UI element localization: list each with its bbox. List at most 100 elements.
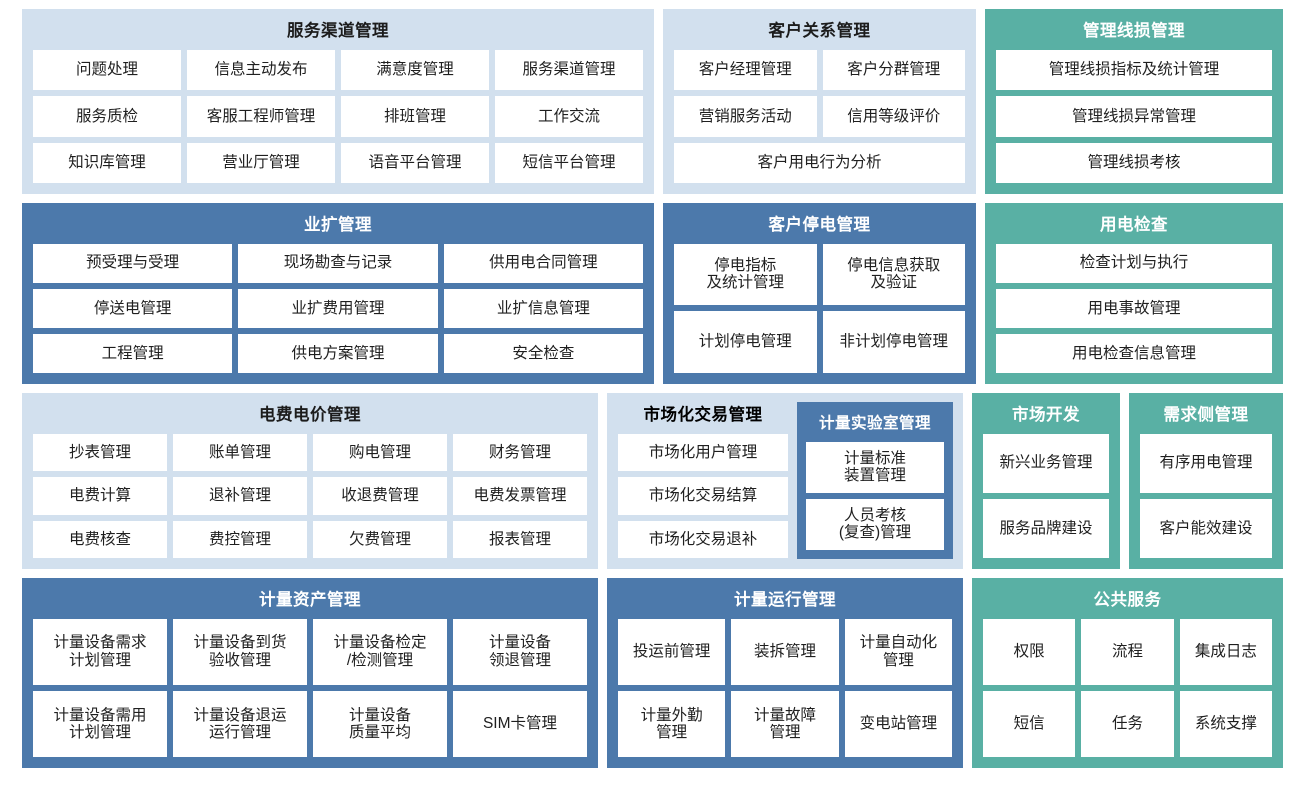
panel-market-development[interactable]: 市场开发 新兴业务管理 服务品牌建设 [972,393,1120,569]
module-cell[interactable]: 语音平台管理 [341,142,489,183]
panel-service-channel[interactable]: 服务渠道管理 问题处理 信息主动发布 满意度管理 服务渠道管理 服务质检 客服工… [22,9,654,194]
panel-metering-asset[interactable]: 计量资产管理 计量设备需求 计划管理 计量设备到货 验收管理 计量设备检定 /检… [22,578,598,768]
module-cell[interactable]: 权限 [983,618,1076,685]
module-cell[interactable]: 供用电合同管理 [443,243,643,283]
module-cell[interactable]: 工程管理 [33,333,233,373]
module-cell[interactable]: 报表管理 [453,520,587,558]
module-cell[interactable]: SIM卡管理 [453,690,587,757]
panel-metering-operation[interactable]: 计量运行管理 投运前管理 装拆管理 计量自动化 管理 计量外勤 管理 计量故障 … [607,578,963,768]
module-cell[interactable]: 管理线损考核 [996,142,1272,183]
module-cell[interactable]: 变电站管理 [844,690,952,757]
module-cell[interactable]: 集成日志 [1179,618,1272,685]
module-cell[interactable]: 系统支撑 [1179,690,1272,757]
module-cell[interactable]: 短信 [983,690,1076,757]
module-cell[interactable]: 计量设备到货 验收管理 [173,618,307,685]
module-cell[interactable]: 投运前管理 [618,618,726,685]
module-cell[interactable]: 购电管理 [313,433,447,471]
module-cell[interactable]: 业扩信息管理 [443,288,643,328]
module-cell[interactable]: 计量设备需求 计划管理 [33,618,167,685]
module-cell[interactable]: 人员考核 (复查)管理 [806,498,944,550]
module-cell[interactable]: 流程 [1081,618,1174,685]
module-cell[interactable]: 电费核查 [33,520,167,558]
module-cell[interactable]: 预受理与受理 [33,243,233,283]
panel-title-power-inspection: 用电检查 [1100,216,1168,234]
module-cell[interactable]: 市场化交易退补 [618,520,788,558]
module-cell[interactable]: 停电信息获取 及验证 [822,243,965,306]
module-cell[interactable]: 停送电管理 [33,288,233,328]
panel-power-inspection[interactable]: 用电检查 检查计划与执行 用电事故管理 用电检查信息管理 [985,203,1283,384]
module-cell[interactable]: 营销服务活动 [674,96,817,137]
module-cell[interactable]: 现场勘查与记录 [238,243,438,283]
panel-metering-lab[interactable]: 计量实验室管理 计量标准 装置管理 人员考核 (复查)管理 [797,402,953,559]
module-cell[interactable]: 新兴业务管理 [983,433,1109,493]
module-cell[interactable]: 用电检查信息管理 [996,333,1272,373]
panel-tariff-price[interactable]: 电费电价管理 抄表管理 账单管理 购电管理 财务管理 电费计算 退补管理 收退费… [22,393,598,569]
module-cell[interactable]: 业扩费用管理 [238,288,438,328]
module-cell[interactable]: 客服工程师管理 [187,96,335,137]
module-cell[interactable]: 营业厅管理 [187,142,335,183]
module-cell[interactable]: 服务品牌建设 [983,498,1109,558]
panel-title-metering-lab: 计量实验室管理 [818,415,931,432]
panel-title-business-expansion: 业扩管理 [304,216,372,234]
panel-management-line-loss[interactable]: 管理线损管理 管理线损指标及统计管理 管理线损异常管理 管理线损考核 [985,9,1283,194]
module-cell[interactable]: 排班管理 [341,96,489,137]
module-cell[interactable]: 收退费管理 [313,477,447,515]
module-cell[interactable]: 抄表管理 [33,433,167,471]
panel-market-trade[interactable]: 市场化交易管理 市场化用户管理 市场化交易结算 市场化交易退补 [607,393,797,569]
module-cell[interactable]: 任务 [1081,690,1174,757]
module-cell[interactable]: 计量故障 管理 [731,690,839,757]
module-cell[interactable]: 用电事故管理 [996,288,1272,328]
module-cell[interactable]: 退补管理 [173,477,307,515]
module-cell[interactable]: 电费计算 [33,477,167,515]
module-cell[interactable]: 装拆管理 [731,618,839,685]
module-cell[interactable]: 问题处理 [33,49,181,90]
module-cell[interactable]: 停电指标 及统计管理 [674,243,817,306]
module-cell[interactable]: 有序用电管理 [1140,433,1272,493]
module-cell[interactable]: 服务渠道管理 [495,49,643,90]
module-cell[interactable]: 市场化用户管理 [618,433,788,471]
panel-title-tariff-price: 电费电价管理 [259,406,361,424]
module-cell[interactable]: 计量设备需用 计划管理 [33,690,167,757]
module-cell[interactable]: 计量设备 领退管理 [453,618,587,685]
module-cell[interactable]: 管理线损指标及统计管理 [996,49,1272,90]
module-cell[interactable]: 供电方案管理 [238,333,438,373]
module-cell[interactable]: 财务管理 [453,433,587,471]
module-cell[interactable]: 计量设备退运 运行管理 [173,690,307,757]
module-cell[interactable]: 计划停电管理 [674,311,817,373]
module-cell[interactable]: 计量设备检定 /检测管理 [313,618,447,685]
module-cell[interactable]: 满意度管理 [341,49,489,90]
module-cell[interactable]: 安全检查 [443,333,643,373]
module-cell[interactable]: 服务质检 [33,96,181,137]
module-cell[interactable]: 费控管理 [173,520,307,558]
module-cell[interactable]: 计量设备 质量平均 [313,690,447,757]
panel-public-service[interactable]: 公共服务 权限 流程 集成日志 短信 任务 系统支撑 [972,578,1283,768]
panel-title-market-trade: 市场化交易管理 [643,406,763,424]
panel-customer-outage[interactable]: 客户停电管理 停电指标 及统计管理 停电信息获取 及验证 计划停电管理 非计划停… [663,203,976,384]
panel-business-expansion[interactable]: 业扩管理 预受理与受理 现场勘查与记录 供用电合同管理 停送电管理 业扩费用管理… [22,203,654,384]
module-cell[interactable]: 计量标准 装置管理 [806,441,944,493]
module-cell[interactable]: 计量外勤 管理 [618,690,726,757]
module-cell[interactable]: 检查计划与执行 [996,243,1272,283]
module-cell[interactable]: 欠费管理 [313,520,447,558]
module-cell[interactable]: 客户能效建设 [1140,498,1272,558]
module-cell[interactable]: 短信平台管理 [495,142,643,183]
module-cell[interactable]: 信用等级评价 [822,96,965,137]
panel-demand-side[interactable]: 需求侧管理 有序用电管理 客户能效建设 [1129,393,1283,569]
module-cell[interactable]: 市场化交易结算 [618,477,788,515]
panel-customer-relation[interactable]: 客户关系管理 客户经理管理 客户分群管理 营销服务活动 信用等级评价 客户用电行… [663,9,976,194]
module-cell[interactable]: 管理线损异常管理 [996,96,1272,137]
module-cell[interactable]: 客户经理管理 [674,49,817,90]
module-cell[interactable]: 工作交流 [495,96,643,137]
module-cell[interactable]: 电费发票管理 [453,477,587,515]
module-cell[interactable]: 信息主动发布 [187,49,335,90]
panel-title-metering-operation: 计量运行管理 [734,591,836,609]
module-cell[interactable]: 知识库管理 [33,142,181,183]
module-cell[interactable]: 非计划停电管理 [822,311,965,373]
module-cell[interactable]: 客户用电行为分析 [674,142,965,183]
panel-title-market-development: 市场开发 [1012,406,1080,424]
module-cell[interactable]: 账单管理 [173,433,307,471]
panel-grid-tariff-price: 抄表管理 账单管理 购电管理 财务管理 电费计算 退补管理 收退费管理 电费发票… [33,433,587,558]
module-cell[interactable]: 客户分群管理 [822,49,965,90]
module-cell[interactable]: 计量自动化 管理 [844,618,952,685]
